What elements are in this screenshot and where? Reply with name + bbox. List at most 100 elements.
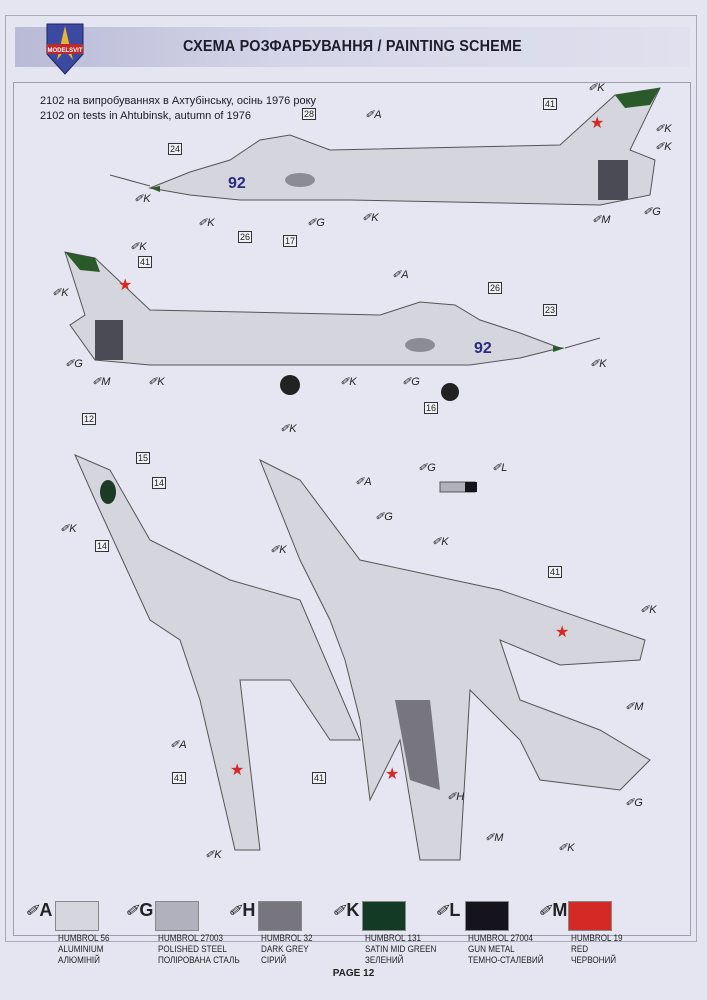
paint-code: HUMBROL 131 (365, 933, 421, 943)
callout-number: 28 (302, 108, 317, 120)
callout: ✐K (205, 849, 222, 861)
color-swatch (155, 901, 199, 931)
callout: ✐K (588, 82, 605, 94)
svg-text:★: ★ (555, 624, 569, 641)
callout-number: 41 (138, 256, 153, 268)
callout: ✐K (198, 217, 215, 229)
paint-name-ua: СІРИЙ (261, 955, 287, 965)
top-view: ★ ★ (259, 458, 651, 861)
callout: ✐K (60, 523, 77, 535)
callout: ✐K (52, 287, 69, 299)
paint-name-ua: ТЕМНО-СТАЛЕВИЙ (468, 955, 544, 965)
letter: L (449, 900, 461, 920)
color-swatch (362, 901, 406, 931)
callout-number: 23 (543, 304, 558, 316)
paint-letter: ✐K (332, 900, 359, 921)
brush-icon: ✐ (435, 903, 449, 920)
paint-name-ua: ПОЛІРОВАНА СТАЛЬ (158, 955, 240, 965)
callout-number: 24 (168, 143, 183, 155)
paint-name-ua: ЧЕРВОНИЙ (571, 955, 617, 965)
paint-code: HUMBROL 27004 (468, 933, 533, 943)
callout: ✐G (643, 206, 661, 218)
callout-number: 12 (82, 413, 97, 425)
callout: ✐M (485, 832, 504, 844)
callout: ✐K (270, 544, 287, 556)
callout-number: 41 (543, 98, 558, 110)
paint-letter: ✐A (25, 900, 52, 921)
paint-letter: ✐L (435, 900, 460, 921)
paint-name-en: ALUMINIUM (58, 944, 104, 954)
caption-ua: 2102 на випробуваннях в Ахтубінську, осі… (40, 95, 317, 107)
callout-number: 41 (548, 566, 563, 578)
page-number: PAGE 12 (332, 968, 375, 979)
callout: ✐A (365, 109, 382, 121)
brush-icon: ✐ (538, 903, 552, 920)
callout: ✐K (134, 193, 151, 205)
callout: ✐G (307, 217, 325, 229)
callout: ✐A (392, 269, 409, 281)
callout-number: 16 (424, 402, 439, 414)
callout-number: 17 (283, 235, 298, 247)
paint-name-en: SATIN MID GREEN (365, 944, 437, 954)
callout: ✐M (592, 214, 611, 226)
letter: G (139, 900, 154, 920)
svg-text:92: 92 (474, 340, 492, 357)
callout-number: 41 (172, 772, 187, 784)
callout-number: 15 (136, 452, 151, 464)
paint-code: HUMBROL 32 (261, 933, 313, 943)
paint-name-ua: ЗЕЛЕНИЙ (365, 955, 404, 965)
callout: ✐G (65, 358, 83, 370)
letter: K (346, 900, 360, 920)
callout: ✐K (558, 842, 575, 854)
paint-name-ua: АЛЮМІНІЙ (58, 955, 101, 965)
side-view-right: 92 ★ (64, 251, 601, 401)
letter: A (39, 900, 53, 920)
paint-letter: ✐H (228, 900, 255, 921)
brush-icon: ✐ (125, 903, 139, 920)
paint-letter: ✐M (538, 900, 567, 921)
callout: ✐M (625, 701, 644, 713)
svg-text:★: ★ (118, 277, 132, 294)
paint-name-en: POLISHED STEEL (158, 944, 227, 954)
callout-number: 26 (488, 282, 503, 294)
callout: ✐H (447, 791, 465, 803)
paint-letter: ✐G (125, 900, 153, 921)
callout: ✐K (340, 376, 357, 388)
callout-number: 14 (95, 540, 110, 552)
callout-number: 41 (312, 772, 327, 784)
side-view-left: 92 ★ (109, 87, 661, 206)
callout: ✐K (655, 123, 672, 135)
callout: ✐G (625, 797, 643, 809)
callout: ✐G (402, 376, 420, 388)
callout: ✐G (375, 511, 393, 523)
caption-en: 2102 on tests in Ahtubinsk, autumn of 19… (40, 110, 251, 122)
svg-text:★: ★ (230, 762, 244, 779)
paint-name-en: GUN METAL (468, 944, 515, 954)
callout: ✐K (590, 358, 607, 370)
paint-code: HUMBROL 27003 (158, 933, 223, 943)
scheme-caption: 2102 на випробуваннях в Ахтубінську, осі… (40, 94, 316, 124)
callout: ✐K (130, 241, 147, 253)
callout: ✐K (655, 141, 672, 153)
color-swatch (568, 901, 612, 931)
paint-code: HUMBROL 56 (58, 933, 110, 943)
svg-text:★: ★ (385, 766, 399, 783)
callout: ✐M (92, 376, 111, 388)
callout: ✐K (640, 604, 657, 616)
brush-icon: ✐ (228, 903, 242, 920)
side-number: 92 (228, 175, 246, 192)
color-swatch (465, 901, 509, 931)
modelsvit-logo: MODELSVIT (46, 23, 84, 75)
callout-number: 26 (238, 231, 253, 243)
bottom-view: ★ (74, 454, 361, 851)
color-swatch (258, 901, 302, 931)
callout-number: 14 (152, 477, 167, 489)
svg-text:MODELSVIT: MODELSVIT (47, 48, 82, 54)
paint-name-en: RED (571, 944, 589, 954)
